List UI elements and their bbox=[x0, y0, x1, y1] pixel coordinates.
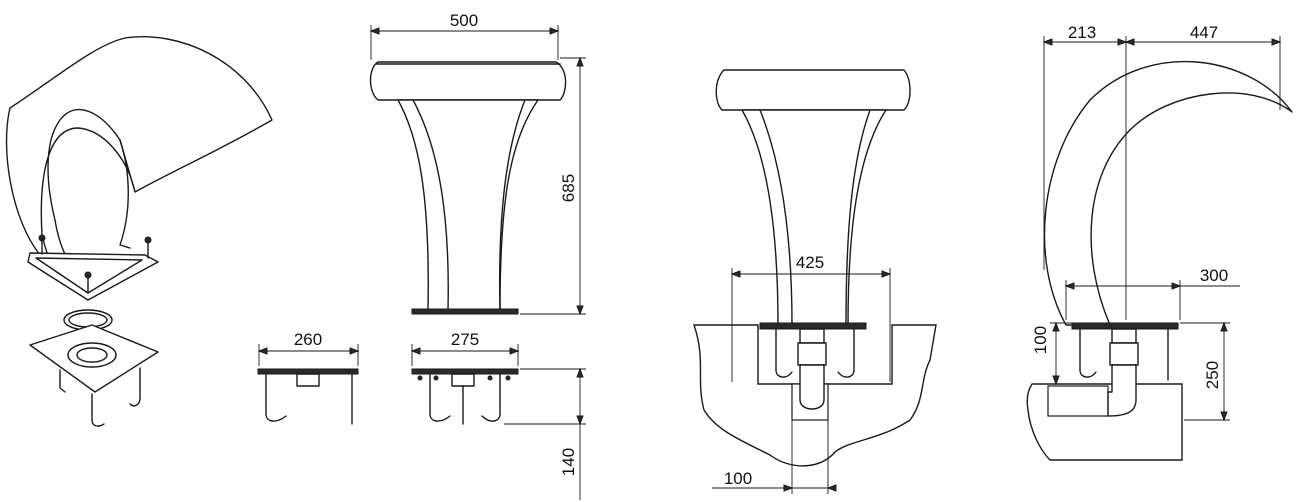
installed-fitting bbox=[799, 328, 825, 344]
dim-side100-label: 100 bbox=[1031, 326, 1050, 354]
base-plate-view-275: 275 140 bbox=[410, 330, 586, 500]
dim-250-label: 250 bbox=[1203, 361, 1222, 389]
anchor-hook-3 bbox=[129, 367, 141, 407]
installed-dome-seam-2 bbox=[845, 109, 871, 326]
plate-275-body bbox=[411, 368, 519, 375]
installed-dome-seam bbox=[759, 109, 793, 326]
dim-300-arrows bbox=[1064, 282, 1182, 290]
side-elbow bbox=[1107, 364, 1137, 417]
dim-425-label: 425 bbox=[796, 253, 824, 272]
isometric-exploded-view bbox=[5, 36, 273, 427]
installed-elbow bbox=[799, 364, 825, 410]
side-pipe-channel bbox=[1047, 385, 1109, 417]
plate-260-body bbox=[257, 368, 359, 375]
dim-685-arrows bbox=[576, 56, 584, 316]
dim-213-447-arrows bbox=[1042, 38, 1282, 46]
installed-plate bbox=[759, 322, 867, 330]
plate-275-bolt-3 bbox=[487, 375, 493, 381]
base-plate-hole bbox=[67, 342, 117, 368]
installed-dome-body bbox=[741, 109, 887, 326]
crescent-side-view: 213 447 300 100 250 bbox=[1026, 23, 1293, 461]
dim-500-arrows bbox=[369, 27, 560, 35]
plate-275-bolt-2 bbox=[433, 375, 439, 381]
blade-edge bbox=[119, 139, 131, 249]
dim-500-label: 500 bbox=[450, 11, 478, 30]
base-plate-hole-inner bbox=[76, 347, 108, 363]
dim-100-arrows bbox=[783, 484, 837, 492]
dim-447-label: 447 bbox=[1190, 23, 1218, 42]
front-elevation-view: 500 685 bbox=[369, 11, 586, 316]
installed-nut bbox=[797, 342, 827, 366]
side-hook-left bbox=[1079, 328, 1097, 378]
dim-250-arrows bbox=[1220, 321, 1228, 422]
gasket-ring-inner bbox=[68, 312, 108, 328]
plate-260-socket bbox=[296, 373, 320, 387]
dim-side100-arrows bbox=[1052, 321, 1060, 386]
dome-base-plate bbox=[411, 308, 519, 315]
dome-body bbox=[397, 99, 539, 311]
dim-213-label: 213 bbox=[1068, 23, 1096, 42]
dim-685-label: 685 bbox=[559, 174, 578, 202]
plate-275-hook-right bbox=[481, 373, 501, 422]
crescent-blade bbox=[1043, 60, 1293, 326]
installed-hook-left bbox=[775, 328, 793, 378]
plate-275-hook-left bbox=[429, 373, 451, 422]
dome-body-seam-2 bbox=[498, 99, 526, 311]
base-plate-view-260: 260 bbox=[257, 330, 360, 425]
dim-140-label: 140 bbox=[559, 448, 578, 476]
anchor-hook-2 bbox=[91, 393, 105, 427]
plate-275-socket bbox=[451, 373, 475, 387]
dome-body-seam bbox=[412, 99, 449, 311]
mount-plate-top-edge bbox=[35, 257, 143, 294]
blade-inner-curve bbox=[5, 107, 65, 286]
dome-cap bbox=[369, 61, 567, 101]
installed-hook-right bbox=[837, 328, 855, 378]
dim-260-arrows bbox=[257, 347, 360, 355]
dim-140-arrows bbox=[576, 367, 584, 426]
dim-300-label: 300 bbox=[1200, 266, 1228, 285]
side-nut bbox=[1109, 342, 1139, 366]
installed-section-view: 425 100 bbox=[693, 69, 937, 494]
plate-275-bolt-4 bbox=[505, 375, 511, 381]
dim-100-label: 100 bbox=[724, 469, 752, 488]
plate-275-bolt-1 bbox=[417, 375, 423, 381]
blade-surface bbox=[9, 36, 273, 286]
side-fitting bbox=[1111, 328, 1137, 344]
side-plate bbox=[1071, 322, 1179, 330]
anchor-hook-1 bbox=[59, 369, 66, 393]
dim-275-arrows bbox=[410, 347, 520, 355]
plate-260-hook-left bbox=[265, 373, 287, 422]
base-plate bbox=[29, 324, 159, 393]
dim-425-arrows bbox=[730, 270, 892, 278]
dim-275-label: 275 bbox=[451, 330, 479, 349]
dim-260-label: 260 bbox=[294, 330, 322, 349]
mount-plate-top bbox=[27, 252, 159, 301]
installed-dome-cap bbox=[715, 69, 911, 111]
